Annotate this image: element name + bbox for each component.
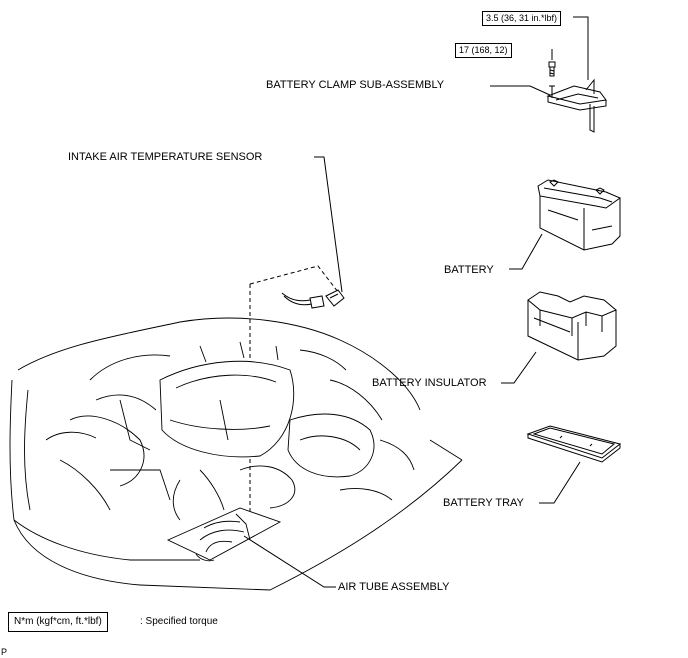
battery-tray-drawing — [526, 425, 622, 463]
label-air-tube: AIR TUBE ASSEMBLY — [338, 581, 450, 593]
battery-insulator-drawing — [527, 291, 617, 361]
battery-clamp-drawing — [546, 61, 607, 133]
label-battery-insulator: BATTERY INSULATOR — [372, 377, 487, 389]
label-battery-clamp: BATTERY CLAMP SUB-ASSEMBLY — [266, 79, 445, 91]
legend-description: : Specified torque — [140, 616, 218, 627]
intake-air-sensor-drawing — [281, 289, 345, 309]
label-intake-air-sensor: INTAKE AIR TEMPERATURE SENSOR — [68, 151, 263, 163]
torque-spec-clamp-bolt: 17 (168, 12) — [455, 43, 512, 58]
engine-bay-drawing — [9, 317, 463, 591]
figure-id: P — [1, 647, 8, 657]
legend-torque-unit: N*m (kgf*cm, ft.*lbf) — [8, 612, 108, 632]
battery-drawing — [537, 179, 622, 251]
label-battery: BATTERY — [444, 264, 494, 276]
torque-spec-clamp-nut: 3.5 (36, 31 in.*lbf) — [482, 11, 562, 26]
label-battery-tray: BATTERY TRAY — [443, 497, 524, 509]
